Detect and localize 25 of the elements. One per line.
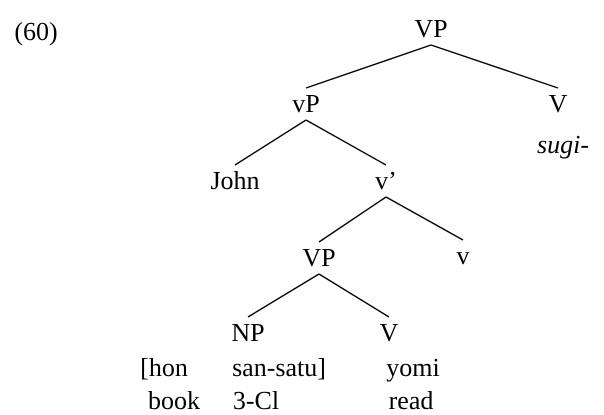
tree-branch (306, 44, 432, 89)
category-label: v (456, 243, 470, 269)
tree-branch (318, 273, 390, 318)
tree-branch (306, 119, 386, 166)
category-label: V (380, 320, 398, 346)
gloss-translation: book (148, 388, 200, 414)
tree-branch (234, 119, 306, 166)
word-text: yomi (386, 355, 440, 381)
tree-branch (318, 196, 386, 243)
tree-branch (430, 44, 558, 89)
gloss-word: [hon (140, 355, 188, 381)
category-label: vP (292, 91, 320, 117)
category-label: VP (302, 245, 336, 271)
gloss-translation: 3-Cl (232, 388, 280, 414)
phrase-label: (60) (14, 19, 58, 45)
word-text: sugi- (537, 132, 589, 158)
word-text: read (388, 388, 434, 414)
category-label: V (548, 91, 568, 117)
category-label: NP (231, 320, 265, 346)
category-label: John (210, 168, 260, 194)
category-label: v’ (375, 168, 397, 194)
tree-branch (248, 273, 320, 318)
category-label: VP (414, 16, 448, 42)
gloss-word: san-satu] (232, 355, 326, 381)
tree-branch (386, 196, 464, 241)
